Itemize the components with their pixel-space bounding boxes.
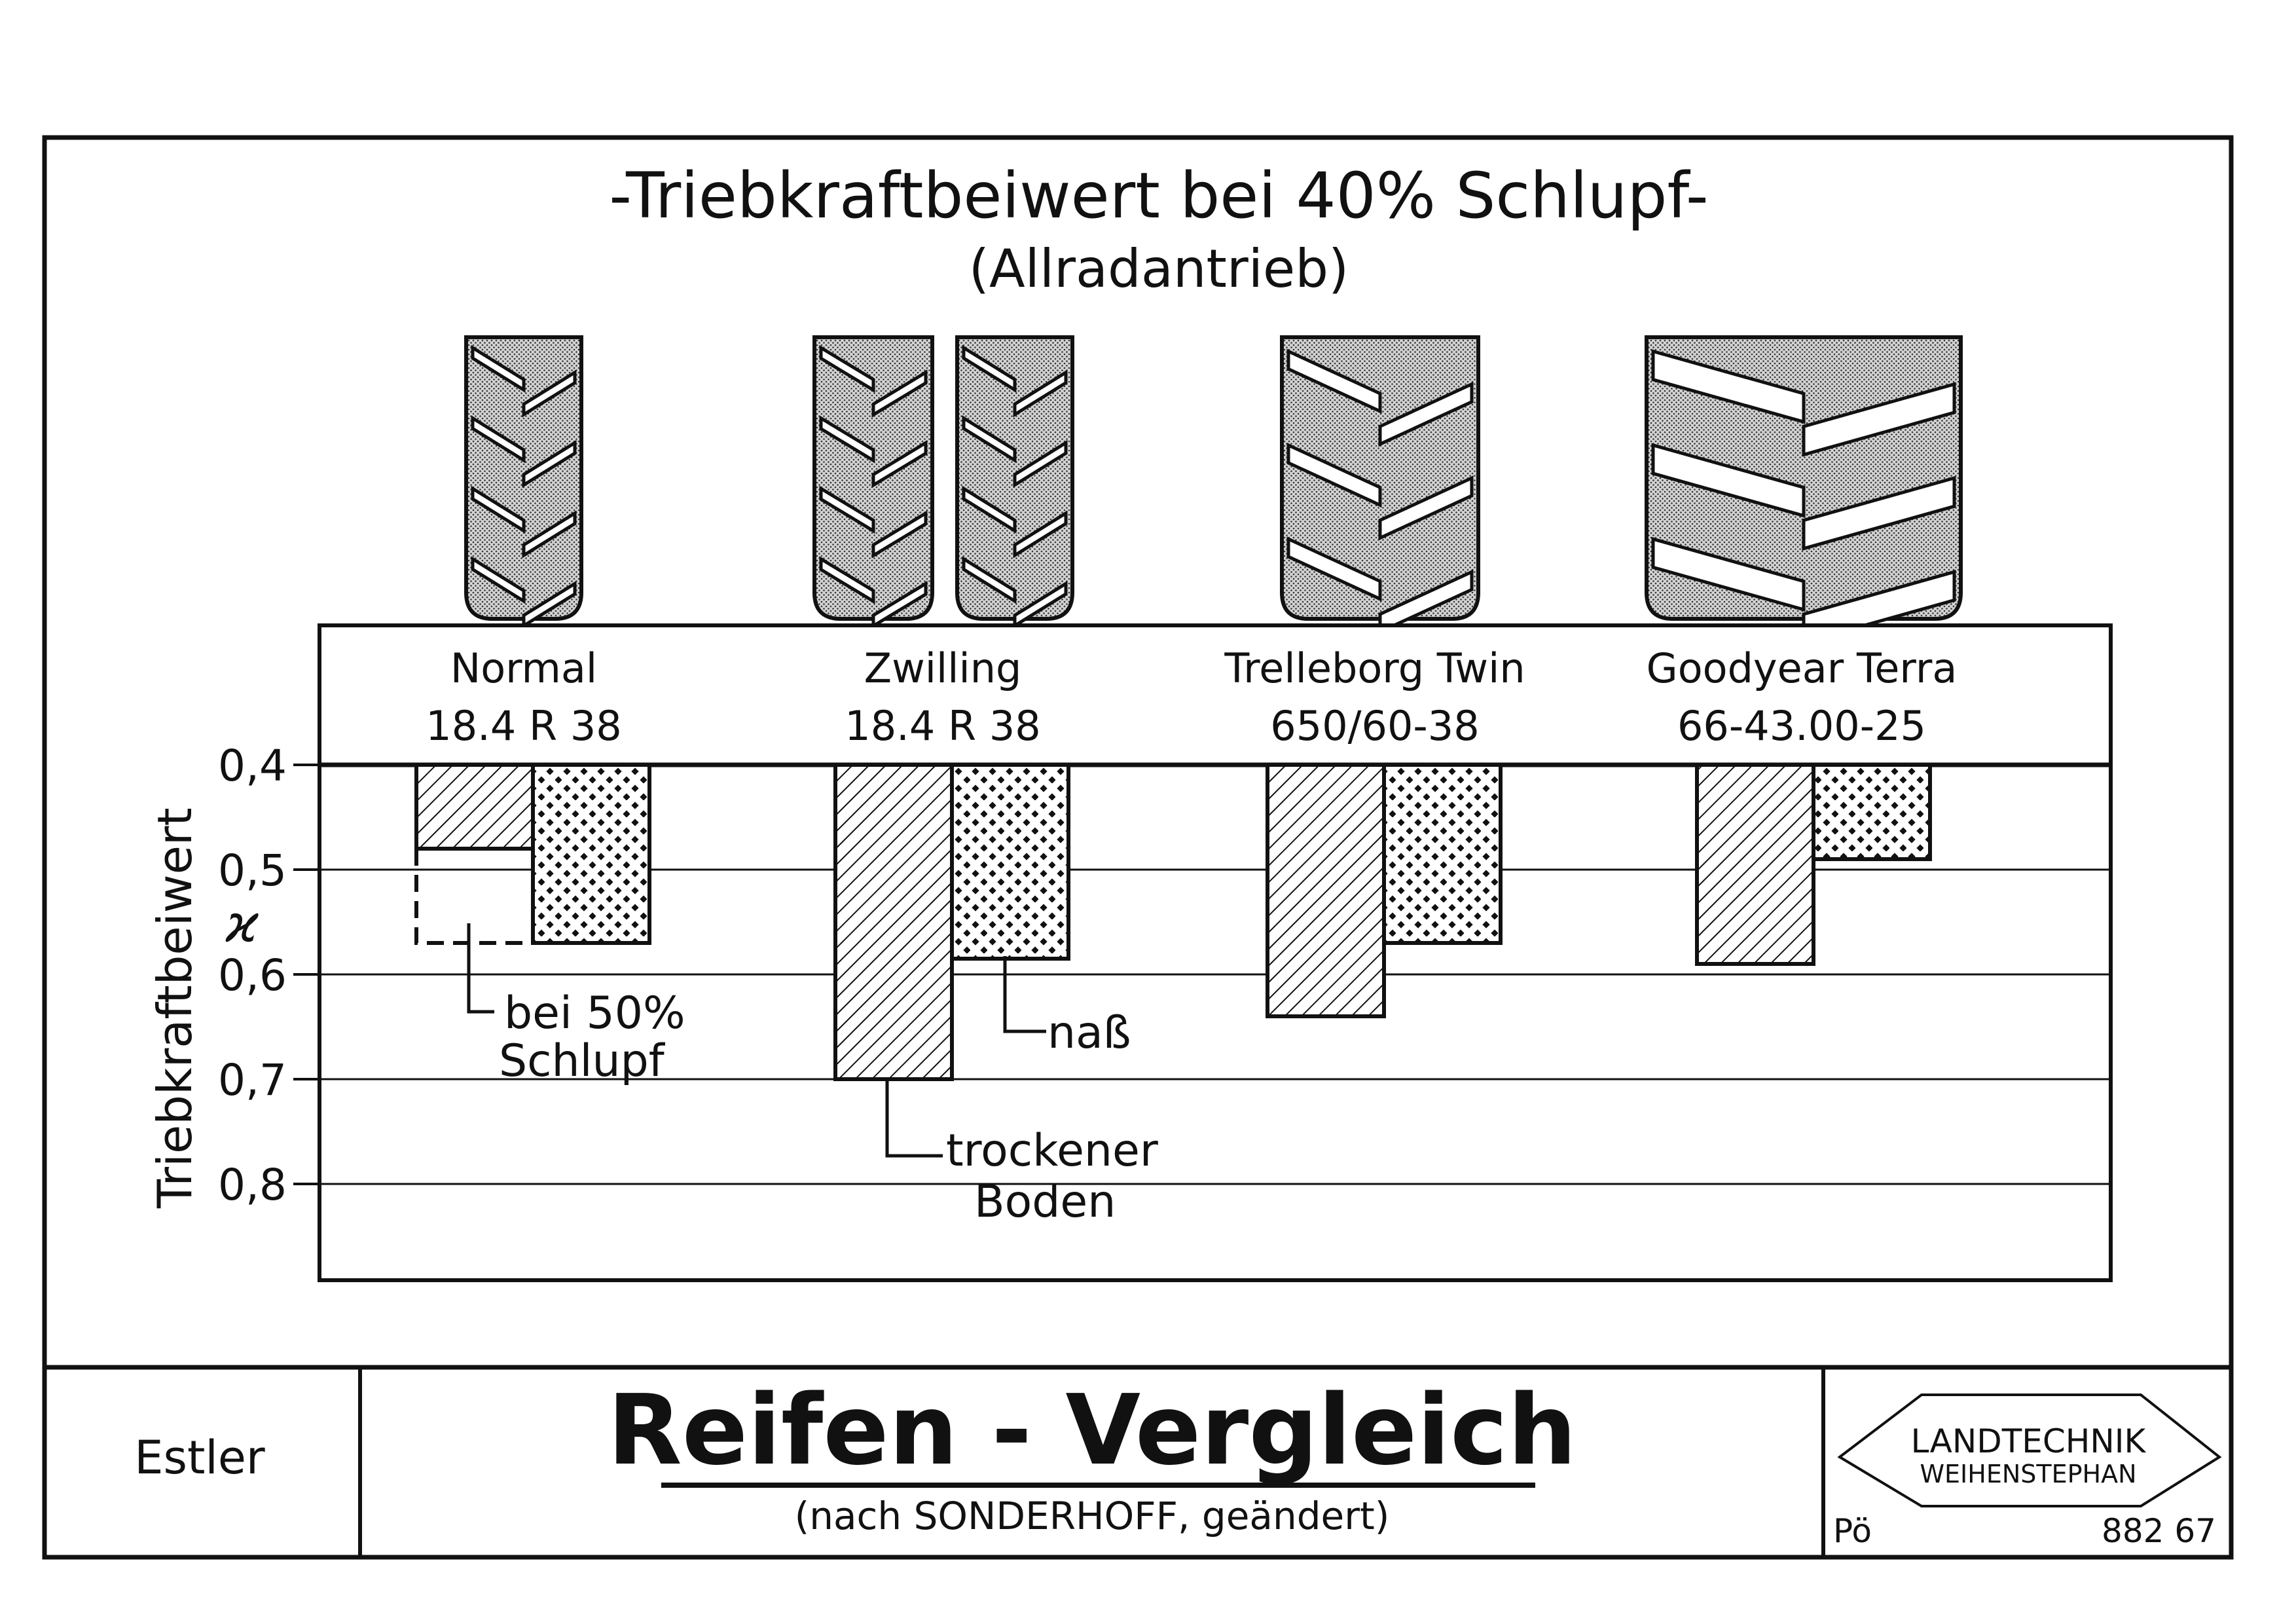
footer-subtitle: (nach SONDERHOFF, geändert) [795, 1494, 1390, 1538]
category-name: Zwilling [864, 644, 1022, 692]
y-axis: 0,4 0,5 0,6 0,7 0,8 [218, 741, 319, 1210]
category-name: Trelleborg Twin [1224, 644, 1525, 692]
category-name: Normal [450, 644, 597, 692]
y-tick-label: 0,4 [218, 741, 287, 791]
category-size: 66-43.00-25 [1677, 702, 1926, 750]
bar-dry [1695, 763, 1815, 966]
bar-extension-dashed [414, 849, 533, 945]
outer-frame [42, 135, 2234, 1560]
annotations: bei 50% Schlupf naß trockener Boden [467, 923, 1158, 1228]
logo-line1: LANDTECHNIK [1911, 1422, 2147, 1460]
tire-tread [1280, 335, 1480, 635]
annotation-trocken-line2: Boden [974, 1176, 1116, 1228]
tire-tread [1645, 335, 1963, 645]
bar-wet [531, 763, 651, 945]
tire-tread [812, 335, 934, 629]
category-name: Goodyear Terra [1647, 644, 1958, 692]
annotation-bei50-line1: bei 50% [504, 987, 685, 1039]
footer-main-title: Reifen - Vergleich [608, 1374, 1576, 1486]
leader-bei50 [467, 923, 494, 1014]
annotation-trocken-line1: trockener [946, 1125, 1158, 1177]
leader-nass [1003, 956, 1046, 1033]
logo-line2: WEIHENSTEPHAN [1920, 1460, 2136, 1488]
chart-title: -Triebkraftbeiwert bei 40% Schlupf- [609, 159, 1708, 232]
annotation-bei50-line2: Schlupf [499, 1035, 666, 1087]
bar-wet [1382, 763, 1503, 945]
footer-author: Estler [134, 1431, 265, 1485]
category-size: 18.4 R 38 [845, 702, 1040, 750]
category-labels: Normal 18.4 R 38 Zwilling 18.4 R 38 Trellebo… [426, 644, 1957, 750]
y-tick-label: 0,6 [218, 950, 287, 1001]
bar-wet [950, 763, 1070, 961]
bar-dry [1266, 763, 1386, 1018]
category-size: 650/60-38 [1270, 702, 1479, 750]
leader-trocken [885, 1080, 943, 1158]
category-size: 18.4 R 38 [426, 702, 621, 750]
y-axis-label: Triebkraftbeiwert [147, 807, 202, 1209]
y-tick-label: 0,7 [218, 1055, 287, 1105]
tire-tread [464, 335, 583, 629]
footer-number: 882 67 [2102, 1512, 2216, 1550]
bar-wet [1812, 763, 1932, 861]
tire-tread [955, 335, 1074, 629]
bars [414, 763, 1932, 1081]
tire-illustrations [464, 335, 1963, 645]
footer-initials: Pö [1833, 1512, 1872, 1550]
y-tick-label: 0,8 [218, 1160, 287, 1210]
y-tick-label: 0,5 [218, 845, 287, 896]
chart-subtitle: (Allradantrieb) [969, 238, 1349, 299]
logo-outline [1837, 1393, 2222, 1507]
bar-dry [833, 763, 954, 1081]
bar-dry [414, 763, 535, 851]
y-axis-symbol: ϰ [225, 895, 259, 954]
annotation-nass: naß [1048, 1007, 1131, 1059]
logo: LANDTECHNIK WEIHENSTEPHAN [1837, 1393, 2222, 1507]
